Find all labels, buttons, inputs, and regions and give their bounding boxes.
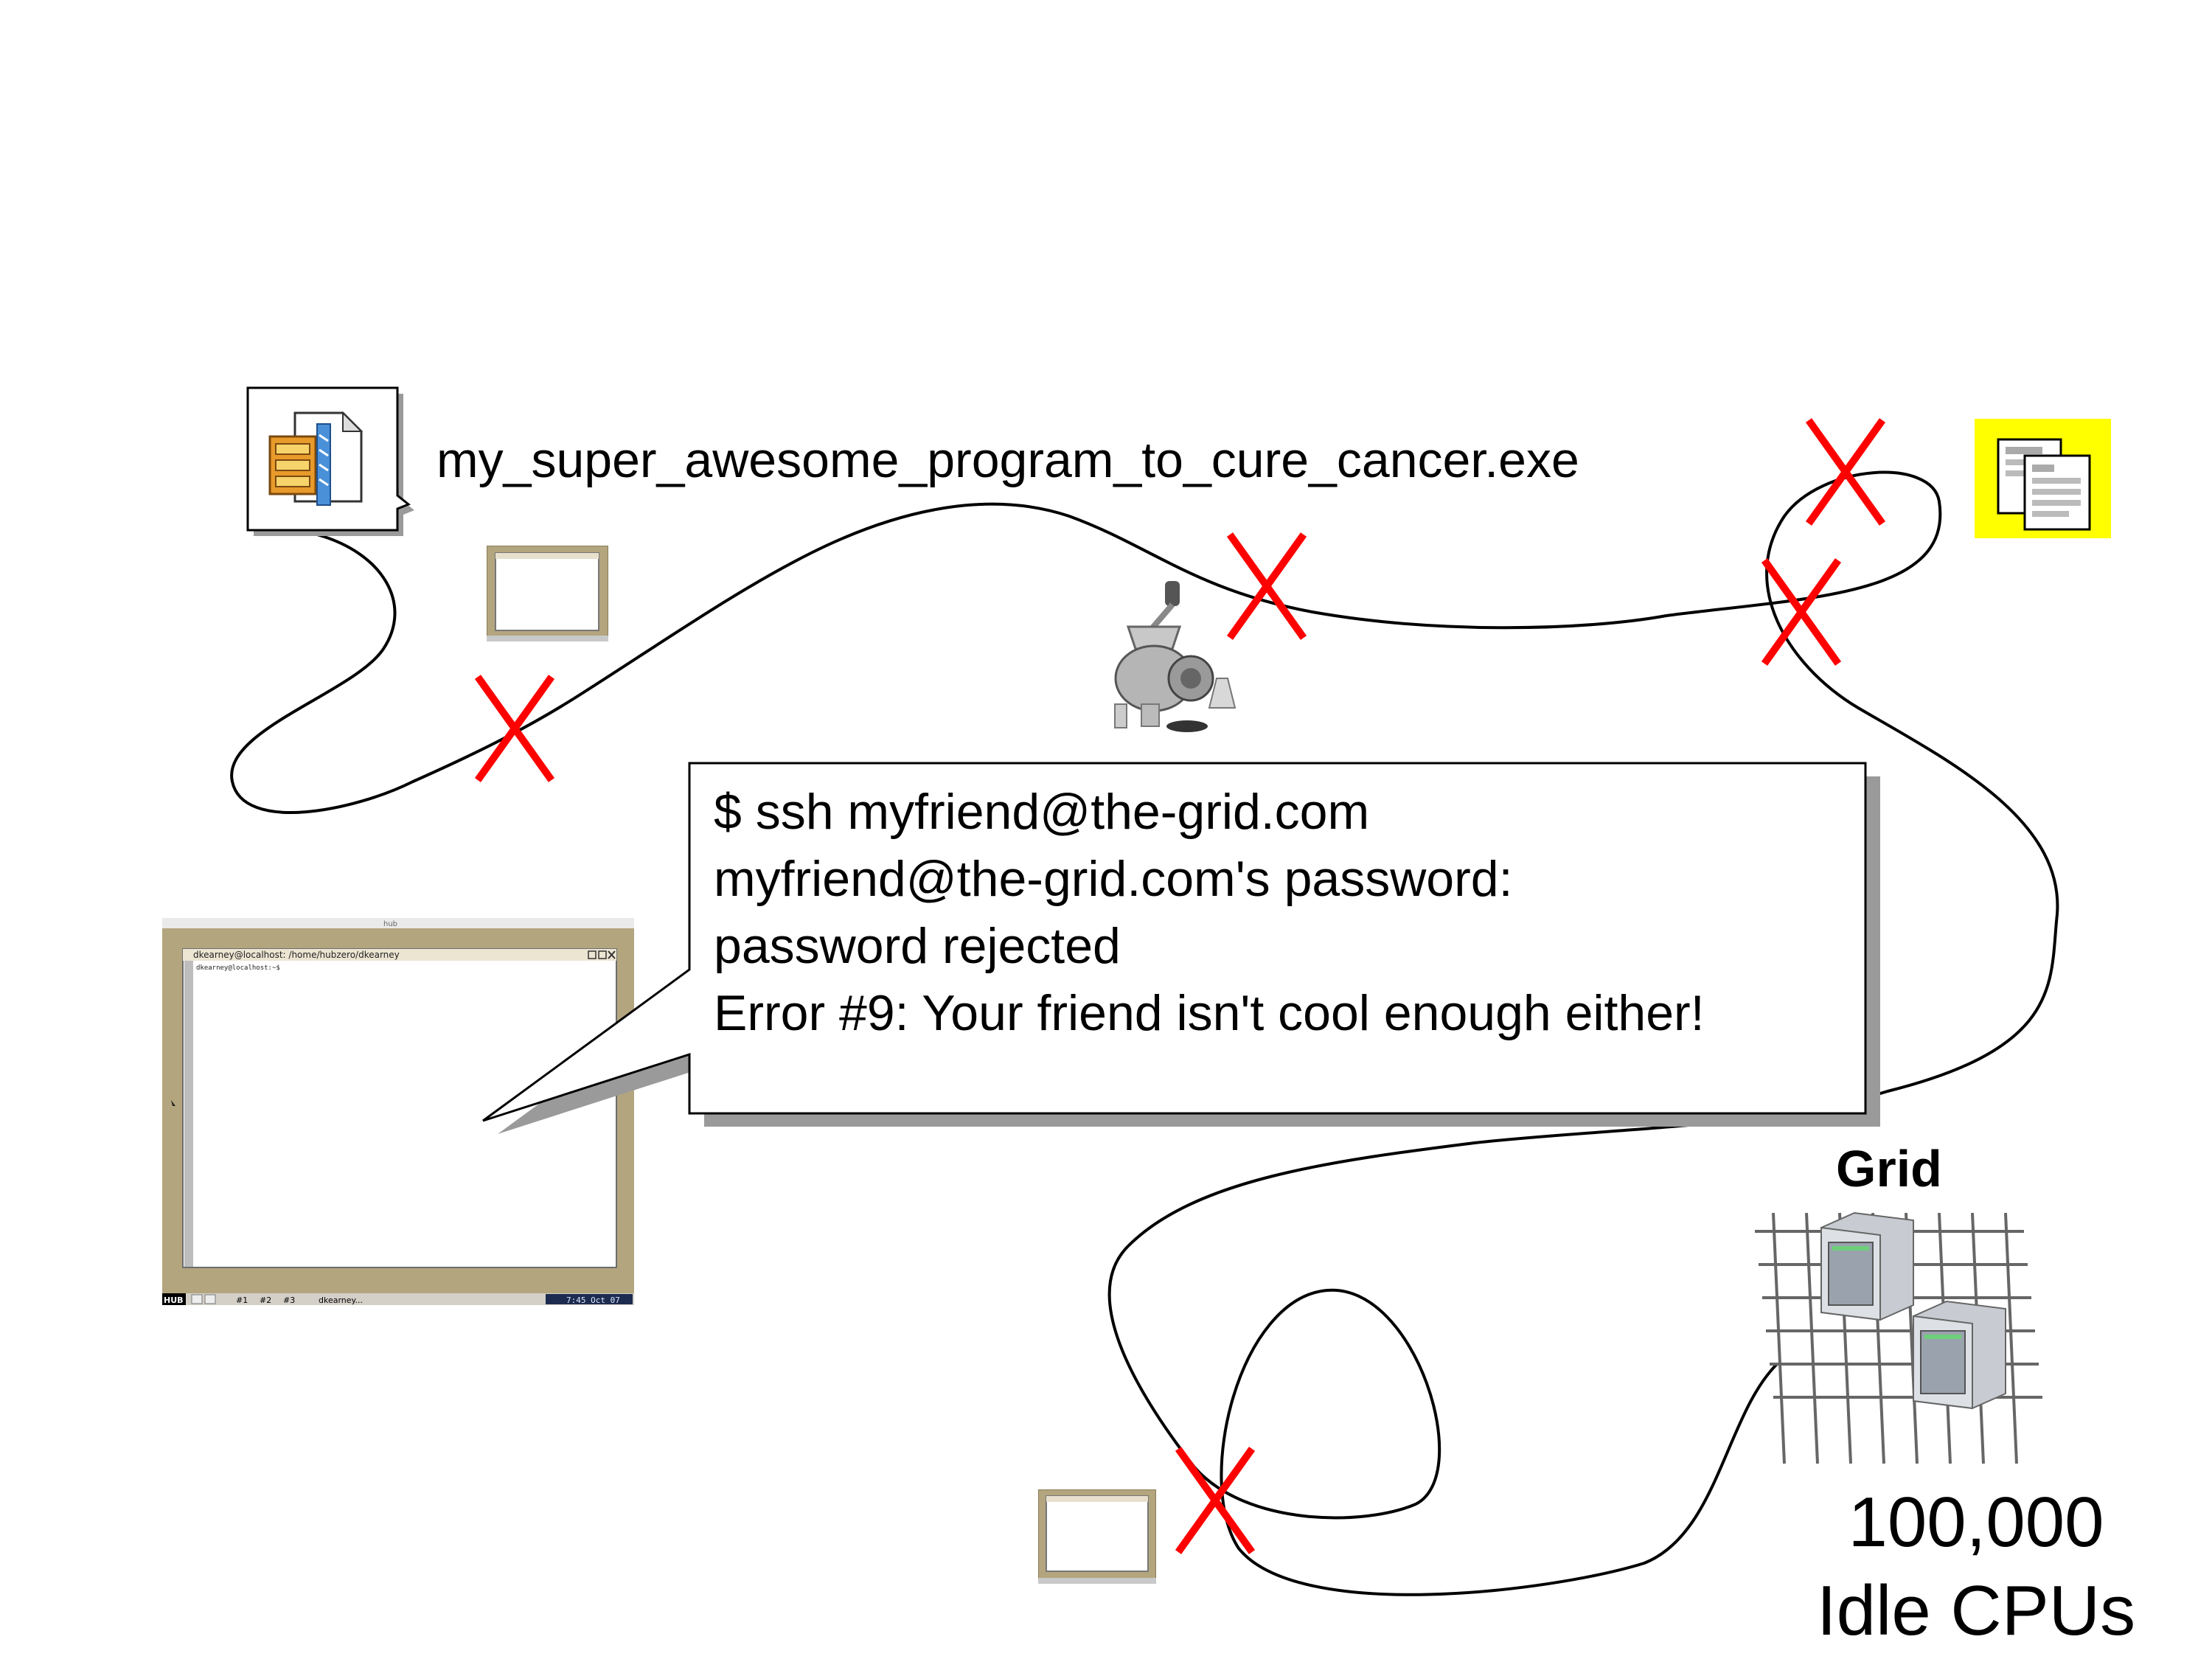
workspace-3[interactable]: #3 [283, 1295, 295, 1305]
grid-title: Grid [1836, 1140, 1942, 1197]
program-filename: my_super_awesome_program_to_cure_cancer.… [437, 432, 1579, 488]
terminal-line: Error #9: Your friend isn't cool enough … [714, 985, 1705, 1041]
taskbar-button[interactable] [191, 1294, 203, 1304]
terminal-scrollbar[interactable] [184, 961, 193, 1267]
failure-x-mark [1805, 418, 1886, 526]
program-file-callout [246, 386, 414, 536]
failure-marks [474, 418, 1886, 1554]
server-tower [1913, 1300, 2006, 1410]
failure-x-mark [1226, 532, 1307, 640]
taskbar-logo: HUB [164, 1295, 184, 1305]
wandering-path [230, 470, 2059, 1596]
close-icon[interactable] [608, 950, 616, 959]
failure-x-mark [1761, 558, 1842, 666]
mouse-pointer-icon [171, 1100, 175, 1106]
cpu-count: 100,000 [1848, 1483, 2104, 1562]
minimize-icon[interactable] [588, 950, 597, 959]
workspace-2[interactable]: #2 [260, 1295, 271, 1305]
taskbar-button[interactable] [204, 1294, 216, 1304]
terminal-line: $ ssh myfriend@the-grid.com [714, 784, 1370, 840]
server-tower [1820, 1211, 1914, 1321]
terminal-prompt: dkearney@localhost:~$ [196, 964, 280, 972]
failure-x-mark [474, 675, 555, 782]
server-grid-icon [1755, 1211, 2042, 1464]
taskbar-clock: 7:45 Oct 07 [566, 1295, 620, 1305]
maximize-icon[interactable] [598, 950, 607, 959]
grid-caption: 100,000 Idle CPUs [1784, 1478, 2168, 1655]
taskbar-task[interactable]: dkearney... [319, 1295, 363, 1305]
terminal-window-title: dkearney@localhost: /home/hubzero/dkearn… [193, 950, 400, 960]
failure-x-mark [1175, 1447, 1256, 1554]
workspace-1[interactable]: #1 [236, 1295, 248, 1305]
zip-archive-icon [268, 411, 364, 506]
cpu-description: Idle CPUs [1816, 1571, 2136, 1650]
desktop-thumbnail [1038, 1489, 1156, 1584]
meat-grinder-icon [1114, 581, 1237, 732]
terminal-callout: $ ssh myfriend@the-grid.com myfriend@the… [714, 779, 1705, 1047]
terminal-line: myfriend@the-grid.com's password: [714, 851, 1513, 907]
desktop-top-label: hub [383, 920, 397, 928]
desktop-thumbnail [487, 546, 608, 641]
taskbar [162, 1293, 634, 1305]
results-document-icon [1975, 419, 2111, 538]
terminal-line: password rejected [714, 918, 1121, 974]
